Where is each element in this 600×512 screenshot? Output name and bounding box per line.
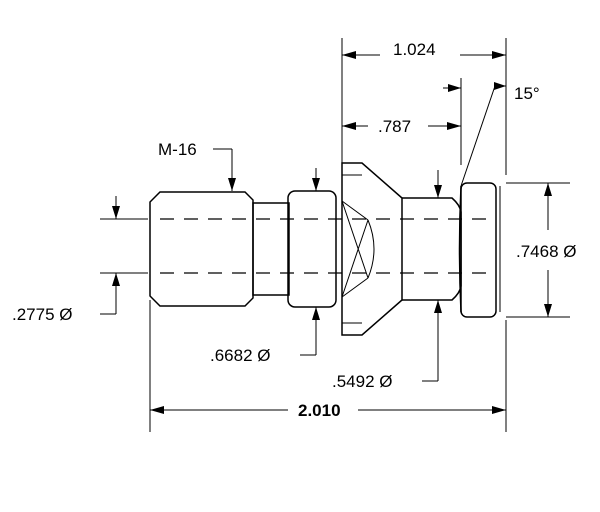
neck-dimension: .5492 Ø	[332, 170, 442, 391]
angle-label: 15°	[514, 84, 540, 103]
flange-width-dimension: 1.024	[341, 38, 507, 175]
neck-section	[402, 197, 462, 301]
shoulder-section	[287, 190, 337, 308]
shoulder-dia-label: .6682 Ø	[210, 346, 271, 365]
part-outline	[149, 162, 501, 336]
bore-dimension: .2775 Ø	[12, 196, 148, 324]
flange-width-label: 1.024	[393, 40, 436, 59]
taper-section	[341, 162, 403, 336]
thread-label: M-16	[158, 140, 197, 159]
hidden-bore	[160, 218, 496, 274]
collar-width-dimension: .787	[342, 117, 461, 136]
thread-callout: M-16	[158, 140, 236, 191]
hidden-cone-arc	[367, 219, 375, 279]
relief-groove	[252, 202, 290, 296]
neck-dia-label: .5492 Ø	[332, 372, 393, 391]
hidden-cone	[341, 200, 369, 298]
shoulder-dimension: .6682 Ø	[210, 168, 320, 365]
flange-section	[460, 182, 497, 318]
bore-dia-label: .2775 Ø	[12, 305, 73, 324]
overall-length-label: 2.010	[298, 401, 341, 420]
overall-length-dimension: 2.010	[149, 300, 507, 432]
thread-section	[149, 191, 254, 307]
angle-dimension: 15°	[443, 78, 540, 187]
flange-dia-label: .7468 Ø	[516, 242, 577, 261]
flange-dimension: .7468 Ø	[506, 182, 577, 318]
collar-width-label: .787	[378, 117, 411, 136]
